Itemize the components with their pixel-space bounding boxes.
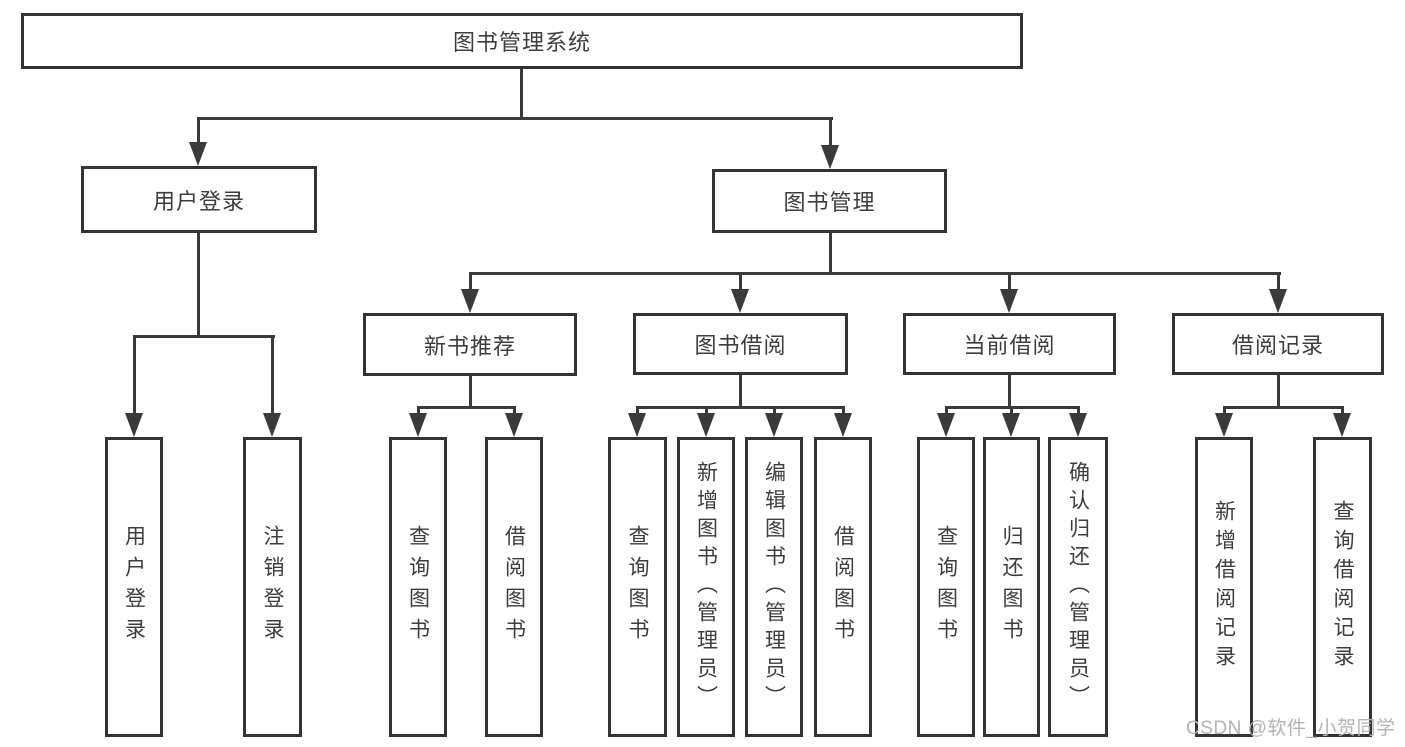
- leaf-br-add-record: 新增借阅记录: [1195, 437, 1253, 737]
- connector-new-books-drop: [469, 272, 472, 292]
- arrowhead-leaf-logout: [263, 413, 281, 437]
- connector-br-query-drop: [1341, 406, 1344, 418]
- connector-book-borrow-stem: [739, 373, 742, 408]
- connector-level3-horizontal: [469, 272, 1281, 275]
- leaf-bb-query-book-label: 查询图书: [626, 525, 649, 649]
- connector-cb-confirm-drop: [1077, 406, 1080, 418]
- leaf-nb-borrow-book: 借阅图书: [485, 437, 543, 737]
- connector-level1-horizontal: [197, 117, 833, 120]
- leaf-nb-query-book-label: 查询图书: [406, 525, 430, 649]
- arrowhead-nb-borrow: [505, 413, 523, 437]
- leaf-bb-borrow-book: 借阅图书: [814, 437, 872, 737]
- arrowhead-book-borrow: [731, 289, 749, 313]
- arrowhead-book-mgmt: [821, 145, 839, 169]
- arrowhead-br-add: [1215, 413, 1233, 437]
- arrowhead-borrow-records: [1269, 289, 1287, 313]
- connector-nb-borrow-drop: [513, 406, 516, 418]
- arrowhead-nb-query: [409, 413, 427, 437]
- leaf-cb-confirm-return-admin: 确认归还（管理员）: [1048, 437, 1108, 737]
- leaf-br-query-record-label: 查询借阅记录: [1331, 500, 1354, 674]
- connector-br-add-drop: [1223, 406, 1226, 418]
- leaf-bb-add-book-admin: 新增图书（管理员）: [677, 437, 735, 737]
- connector-user-login-drop: [197, 117, 200, 145]
- node-borrow-records: 借阅记录: [1172, 313, 1384, 375]
- connector-book-borrow-split: [636, 406, 845, 409]
- connector-bb-query-drop: [636, 406, 639, 418]
- arrowhead-new-books: [461, 289, 479, 313]
- leaf-bb-edit-book-admin-label: 编辑图书（管理员）: [762, 461, 786, 713]
- arrowhead-br-query: [1333, 413, 1351, 437]
- leaf-bb-add-book-admin-label: 新增图书（管理员）: [694, 461, 718, 713]
- arrowhead-cb-query: [937, 413, 955, 437]
- connector-user-login-stem: [197, 231, 200, 337]
- connector-current-borrow-drop: [1008, 272, 1011, 292]
- leaf-br-query-record: 查询借阅记录: [1313, 437, 1372, 737]
- leaf-cb-query-book-label: 查询图书: [934, 525, 958, 649]
- node-book-borrow: 图书借阅: [633, 313, 848, 375]
- connector-leaf-user-login-drop: [133, 335, 136, 418]
- connector-user-login-horizontal: [133, 335, 275, 338]
- node-user-login: 用户登录: [81, 166, 317, 233]
- leaf-bb-borrow-book-label: 借阅图书: [831, 525, 855, 649]
- connector-leaf-logout-drop: [271, 335, 274, 418]
- connector-new-books-split: [417, 406, 516, 409]
- leaf-bb-edit-book-admin: 编辑图书（管理员）: [745, 437, 803, 737]
- node-current-borrow: 当前借阅: [903, 313, 1116, 375]
- leaf-cb-return-book: 归还图书: [983, 437, 1040, 737]
- leaf-logout-label: 注销登录: [261, 525, 284, 649]
- connector-cb-query-drop: [945, 406, 948, 418]
- leaf-nb-query-book: 查询图书: [389, 437, 447, 737]
- connector-borrow-records-split: [1223, 406, 1344, 409]
- arrowhead-bb-query: [628, 413, 646, 437]
- leaf-user-login-label: 用户登录: [122, 525, 146, 649]
- connector-cb-return-drop: [1010, 406, 1013, 418]
- connector-borrow-records-drop: [1277, 272, 1280, 292]
- leaf-cb-query-book: 查询图书: [917, 437, 975, 737]
- leaf-bb-query-book: 查询图书: [608, 437, 667, 737]
- connector-bb-add-drop: [705, 406, 708, 418]
- csdn-watermark: CSDN @软件_小贺同学: [1186, 718, 1396, 739]
- leaf-cb-confirm-return-admin-label: 确认归还（管理员）: [1066, 461, 1090, 713]
- connector-nb-query-drop: [417, 406, 420, 418]
- arrowhead-bb-borrow: [834, 413, 852, 437]
- leaf-user-login: 用户登录: [105, 437, 163, 737]
- connector-book-mgmt-stem: [829, 231, 832, 274]
- arrowhead-cb-confirm: [1069, 413, 1087, 437]
- connector-new-books-stem: [469, 374, 472, 408]
- connector-bb-edit-drop: [773, 406, 776, 418]
- connector-book-borrow-drop: [739, 272, 742, 292]
- arrowhead-current-borrow: [1000, 289, 1018, 313]
- connector-borrow-records-stem: [1277, 373, 1280, 408]
- connector-root-stem: [520, 67, 523, 118]
- arrowhead-user-login: [189, 142, 207, 166]
- connector-book-mgmt-drop: [829, 117, 832, 148]
- arrowhead-cb-return: [1002, 413, 1020, 437]
- connector-current-borrow-stem: [1008, 373, 1011, 408]
- leaf-cb-return-book-label: 归还图书: [1000, 525, 1023, 649]
- arrowhead-bb-edit: [765, 413, 783, 437]
- node-new-book-recommend: 新书推荐: [363, 313, 577, 376]
- node-book-management: 图书管理: [712, 169, 947, 233]
- arrowhead-bb-add: [697, 413, 715, 437]
- arrowhead-leaf-user-login: [125, 413, 143, 437]
- leaf-nb-borrow-book-label: 借阅图书: [502, 525, 526, 649]
- leaf-logout: 注销登录: [243, 437, 302, 737]
- connector-bb-borrow-drop: [842, 406, 845, 418]
- leaf-br-add-record-label: 新增借阅记录: [1212, 500, 1236, 674]
- root-box-library-system: 图书管理系统: [21, 13, 1023, 69]
